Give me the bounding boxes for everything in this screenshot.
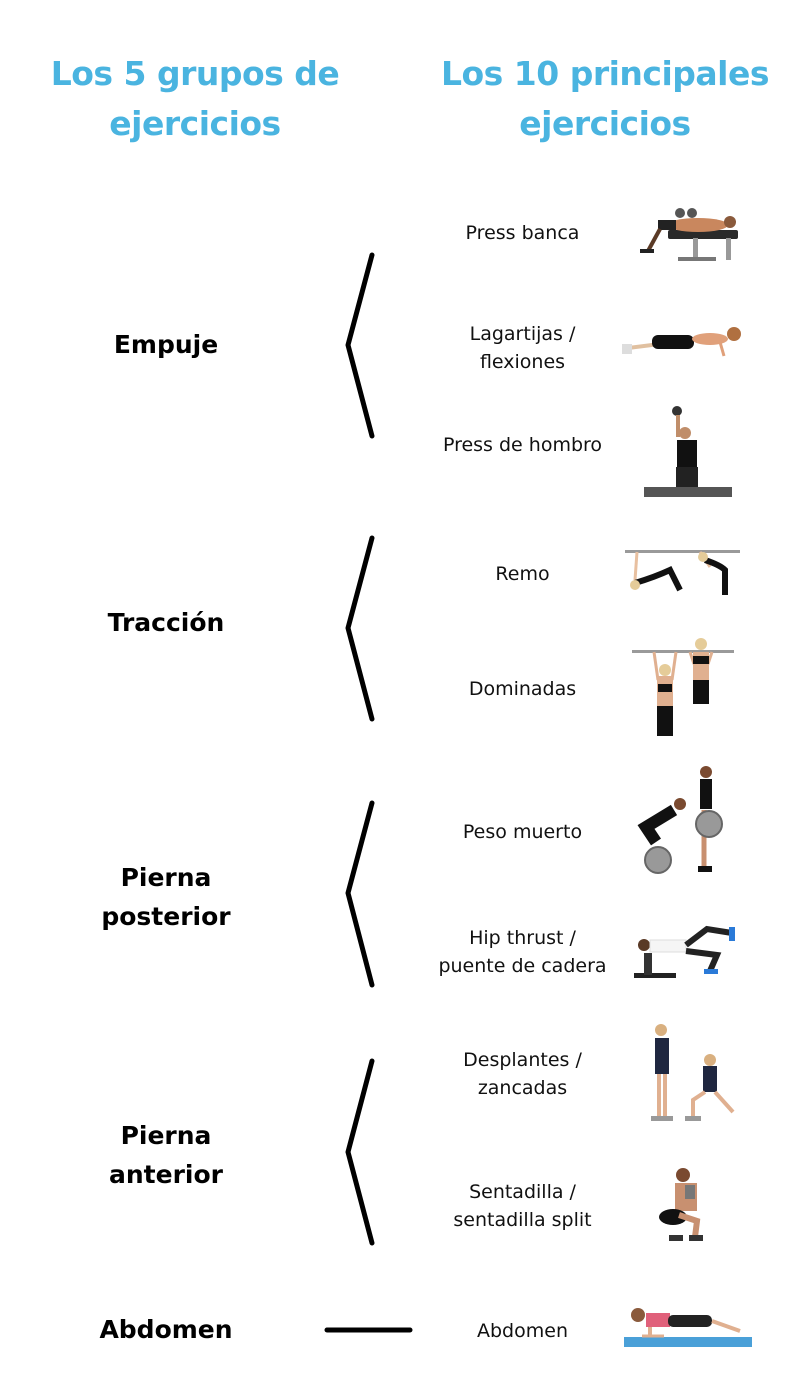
group-label-traccion: Tracción: [107, 608, 225, 637]
group-label-abdomen: Abdomen: [99, 1315, 233, 1344]
exercise-label-dominadas: Dominadas: [468, 678, 577, 700]
heading-groups: Los 5 grupos de ejercicios: [50, 54, 340, 143]
bracket-pierna-posterior: [345, 800, 375, 988]
exercise-label-peso-muerto: Peso muerto: [462, 821, 583, 843]
group-label-pierna-anterior: Pierna anterior: [109, 1121, 223, 1189]
bracket-empuje: [345, 252, 375, 439]
lunge-photo: [651, 1024, 735, 1121]
deadlift-photo: [637, 766, 723, 874]
exercise-label-sentadilla: Sentadilla / sentadilla split: [453, 1181, 592, 1231]
group-label-pierna-posterior: Pierna posterior: [101, 863, 231, 931]
exercise-label-press-hombro: Press de hombro: [442, 434, 603, 456]
pull-up-photo: [632, 638, 734, 736]
bracket-traccion: [345, 535, 375, 722]
bench-press-photo: [640, 208, 738, 261]
push-up-photo: [622, 327, 741, 357]
shoulder-press-photo: [644, 406, 732, 497]
exercise-label-press-banca: Press banca: [465, 222, 580, 244]
exercise-label-remo: Remo: [495, 563, 550, 585]
inverted-row-photo: [625, 550, 740, 595]
heading-exercises: Los 10 principales ejercicios: [440, 54, 770, 143]
exercise-label-hip-thrust: Hip thrust / puente de cadera: [438, 927, 607, 977]
exercise-label-abdomen: Abdomen: [477, 1320, 568, 1342]
hip-thrust-photo: [634, 925, 735, 978]
exercise-label-lagartijas: Lagartijas / flexiones: [469, 323, 576, 373]
group-label-empuje: Empuje: [113, 330, 219, 359]
bracket-pierna-anterior: [345, 1058, 375, 1246]
plank-photo: [624, 1308, 752, 1347]
exercise-label-desplantes: Desplantes / zancadas: [463, 1049, 582, 1099]
squat-photo: [659, 1168, 703, 1241]
